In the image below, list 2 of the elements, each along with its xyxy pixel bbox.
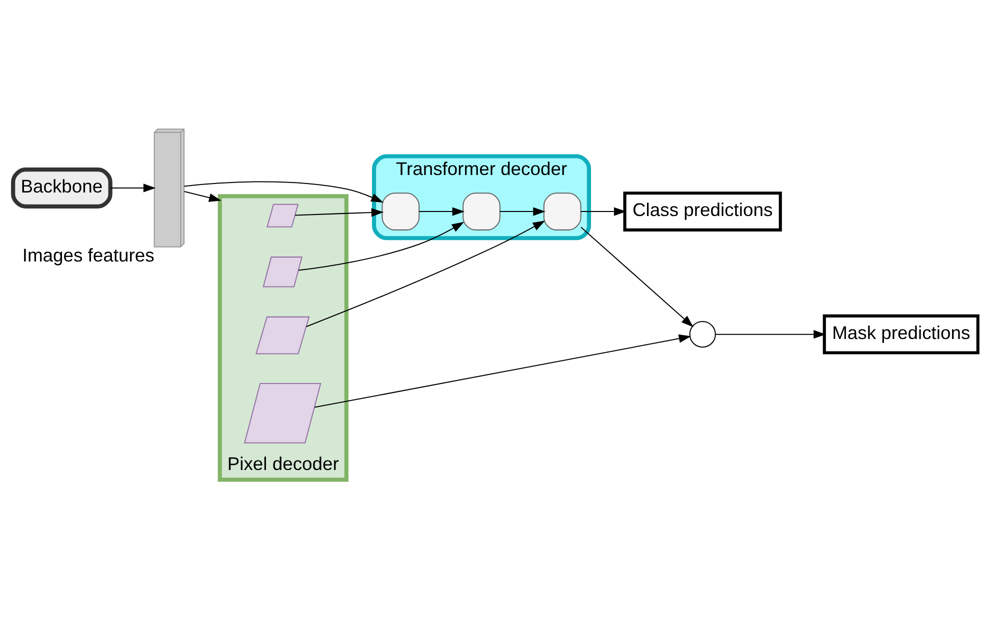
node-label: Images features bbox=[22, 244, 154, 266]
node-label: Pixel decoder bbox=[226, 452, 338, 474]
